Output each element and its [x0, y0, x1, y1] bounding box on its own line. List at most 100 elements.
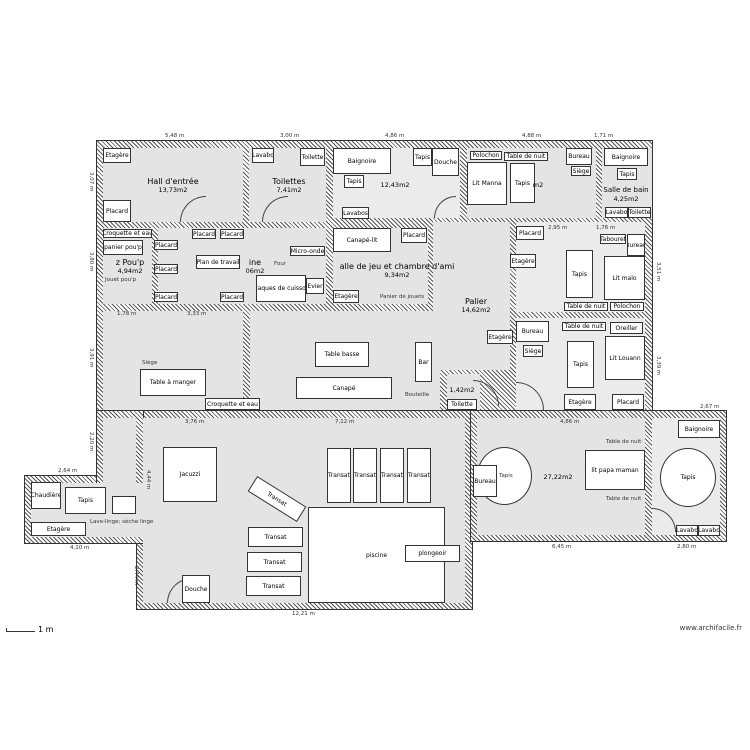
furniture[interactable]: Bureau	[516, 321, 549, 342]
dimension: 1,78 m	[117, 311, 137, 317]
furniture[interactable]: Transat	[327, 448, 351, 503]
dimension: 4,88 m	[522, 133, 542, 139]
furniture[interactable]: Tapis	[65, 487, 106, 514]
furniture[interactable]: Etagère	[487, 330, 513, 344]
furniture[interactable]: Micro-onde	[290, 246, 325, 256]
furniture[interactable]: Plaques de cuisson	[256, 275, 306, 302]
furniture[interactable]: Table de nuit	[562, 322, 606, 331]
furniture[interactable]: Transat	[380, 448, 404, 503]
furniture[interactable]: Douche	[182, 575, 210, 603]
room-label: 27,22m2	[543, 473, 573, 481]
furniture[interactable]: Tapis	[510, 163, 535, 203]
furniture[interactable]: Chaudière	[31, 482, 61, 509]
furniture[interactable]: Etagère	[31, 522, 86, 536]
furniture[interactable]: panier pou'p	[103, 240, 143, 255]
furniture[interactable]: Baignoire	[678, 420, 720, 438]
furniture[interactable]: Oreiller	[610, 322, 643, 334]
furniture[interactable]: Table de nuit	[564, 302, 608, 311]
furniture[interactable]: Lit malo	[604, 256, 645, 300]
furniture[interactable]: Tapis	[344, 175, 364, 188]
furniture[interactable]	[112, 496, 136, 514]
furniture[interactable]: Etagère	[510, 254, 536, 268]
label: Tapis	[499, 473, 513, 479]
furniture[interactable]: Etagère	[564, 394, 596, 410]
furniture[interactable]: Douche	[432, 148, 459, 176]
dimension: 4,10 m	[70, 545, 90, 551]
furniture[interactable]: Transat	[248, 527, 303, 547]
furniture[interactable]: Placard	[154, 292, 178, 302]
furniture[interactable]: Lavabo	[676, 525, 698, 536]
furniture[interactable]: Etagère	[103, 148, 131, 163]
furniture[interactable]: Placard	[154, 240, 178, 250]
room-label: 1,42m2	[449, 386, 475, 394]
furniture[interactable]: Placard	[192, 229, 216, 239]
furniture[interactable]: Lavabo	[252, 148, 274, 163]
dimension: 6,45 m	[552, 544, 572, 550]
furniture[interactable]: Polochon	[470, 151, 502, 160]
furniture[interactable]: Placard	[220, 229, 244, 239]
furniture[interactable]: Polochon	[610, 302, 644, 311]
furniture[interactable]: Table à manger	[140, 369, 206, 396]
furniture[interactable]: Placard	[103, 200, 131, 222]
furniture[interactable]: Bureau	[473, 465, 497, 497]
furniture[interactable]: Placard	[154, 264, 178, 274]
rug[interactable]: Tapis	[660, 448, 716, 507]
furniture[interactable]: Lit Manna	[467, 162, 507, 205]
furniture[interactable]: Toilette	[300, 148, 325, 166]
furniture[interactable]: Placard	[516, 226, 544, 240]
furniture[interactable]: Tabouret	[600, 234, 626, 244]
furniture[interactable]: Canapé	[296, 377, 392, 399]
furniture[interactable]: Croquette et eau	[103, 229, 152, 238]
furniture[interactable]: Placard	[220, 292, 244, 302]
dimension: 3,33 m	[187, 311, 207, 317]
furniture[interactable]: Table de nuit	[504, 152, 548, 161]
furniture[interactable]: Placard	[401, 228, 427, 243]
furniture[interactable]: Bureau	[566, 148, 592, 165]
room-label: 12,43m2	[380, 181, 410, 189]
furniture[interactable]: Tapis	[617, 168, 637, 180]
furniture[interactable]: plongeoir	[405, 545, 460, 562]
furniture[interactable]: Baignoire	[604, 148, 648, 166]
furniture[interactable]: Table basse	[315, 342, 369, 367]
furniture[interactable]: Etagère	[333, 290, 359, 303]
dimension: 7,12 m	[335, 419, 355, 425]
dimension: 2,44 m	[133, 566, 139, 586]
furniture[interactable]: Tapis	[566, 250, 593, 298]
dimension: 2,67 m	[700, 404, 720, 410]
furniture[interactable]: Croquette et eau	[205, 398, 260, 410]
furniture[interactable]: Bureau	[627, 234, 645, 256]
furniture[interactable]: Bar	[415, 342, 432, 382]
dimension: 3,80 m	[88, 252, 94, 272]
furniture[interactable]: Siège	[571, 166, 591, 176]
furniture[interactable]: Baignoire	[333, 148, 391, 174]
furniture[interactable]: Plan de travail	[196, 255, 240, 269]
furniture[interactable]: Lit Louann	[605, 336, 645, 380]
dimension: 1,76 m	[596, 225, 616, 231]
dimension: 3,76 m	[185, 419, 205, 425]
dimension: 4,86 m	[385, 133, 405, 139]
furniture[interactable]: Toilette	[628, 207, 651, 218]
furniture[interactable]: Evier	[306, 278, 324, 294]
furniture[interactable]: Toilette	[447, 399, 477, 410]
furniture[interactable]: Tapis	[413, 148, 432, 166]
furniture[interactable]: Siège	[523, 345, 543, 357]
dimension: 3,00 m	[280, 133, 300, 139]
furniture[interactable]: Lavabos	[342, 207, 369, 219]
furniture[interactable]: Transat	[353, 448, 377, 503]
furniture[interactable]: lit papa maman	[585, 450, 645, 490]
furniture[interactable]: Lavabo	[605, 207, 628, 218]
furniture[interactable]: Jacuzzi	[163, 447, 217, 502]
furniture[interactable]: Lavabo	[698, 525, 720, 536]
furniture[interactable]: Placard	[612, 394, 644, 410]
furniture[interactable]: Canapé-lit	[333, 228, 391, 252]
furniture[interactable]: Transat	[247, 552, 302, 572]
furniture[interactable]: Transat	[246, 576, 301, 596]
furniture[interactable]: Tapis	[567, 341, 594, 388]
furniture[interactable]: Transat	[407, 448, 431, 503]
